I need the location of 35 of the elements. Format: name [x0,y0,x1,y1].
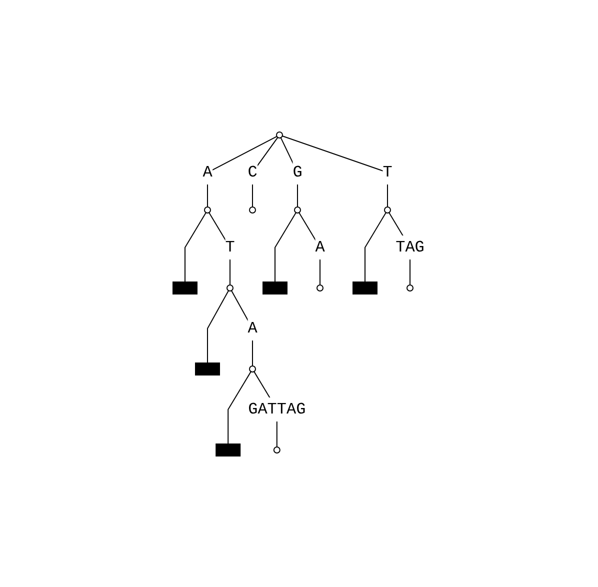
edge-label: T [225,238,236,256]
connector [231,290,254,366]
edge-label: A [248,319,258,337]
node-box [172,281,198,294]
connector [184,212,207,282]
node-circle [294,206,302,213]
edge-label: C [248,163,258,181]
edge-label: GATTAG [248,400,306,418]
node-circle [274,446,281,453]
edge-label: T [382,163,393,181]
connector [364,212,387,282]
connector [280,136,298,207]
connector [207,290,230,363]
edge-label: G [292,163,303,181]
node-circle [406,284,414,291]
connector [298,212,321,285]
node-box [216,443,241,456]
edge-label: TAG [396,238,425,256]
edge-label: A [202,163,213,181]
node-circle [226,284,234,291]
connector [282,134,388,207]
connector [274,212,297,282]
node-circle [316,284,324,291]
node-circle [204,206,212,213]
node-box [352,281,378,294]
node-circle [276,131,284,138]
edge-label: A [315,238,326,256]
node-circle [249,365,256,372]
connector [207,135,278,207]
connector [252,136,279,207]
connector [228,370,252,444]
node-circle [384,206,392,213]
node-box [262,281,288,294]
node-circle [249,206,256,213]
node-box [195,362,220,375]
